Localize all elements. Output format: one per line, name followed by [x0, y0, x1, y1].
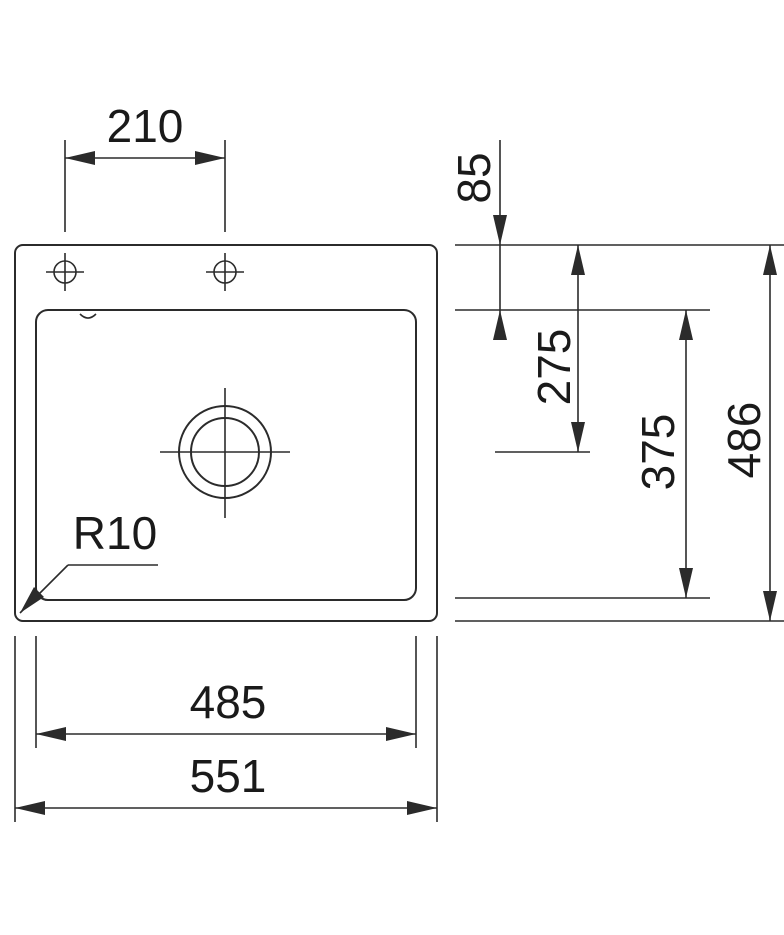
bowl-outline: [35, 309, 417, 601]
dimension-bowl-depth: 375: [632, 310, 693, 598]
dimension-overall-depth: 486: [718, 245, 777, 621]
overflow-slot: [79, 313, 97, 319]
dimension-label-r10: R10: [73, 507, 157, 559]
dimension-tap-spacing: 210: [64, 100, 226, 232]
dimension-top-to-bowl: 85: [448, 140, 507, 340]
sink-outer-outline: [14, 244, 438, 622]
dimension-top-to-drain: 275: [528, 245, 585, 452]
drain-outlet: [160, 388, 290, 518]
dimension-label-85: 85: [448, 152, 500, 203]
extension-lines: [455, 244, 784, 622]
dimension-label-551: 551: [190, 750, 267, 802]
dimension-label-275: 275: [528, 329, 580, 406]
dimension-label-486: 486: [718, 402, 770, 479]
dimension-label-375: 375: [632, 414, 684, 491]
dimension-bowl-width: 485: [35, 636, 417, 748]
dimension-label-210: 210: [107, 100, 184, 152]
tap-hole-left: [46, 253, 84, 291]
dimension-overall-width: 551: [14, 636, 438, 822]
tap-hole-right: [206, 253, 244, 291]
corner-radius-callout: R10: [19, 507, 158, 614]
dimension-label-485: 485: [190, 676, 267, 728]
